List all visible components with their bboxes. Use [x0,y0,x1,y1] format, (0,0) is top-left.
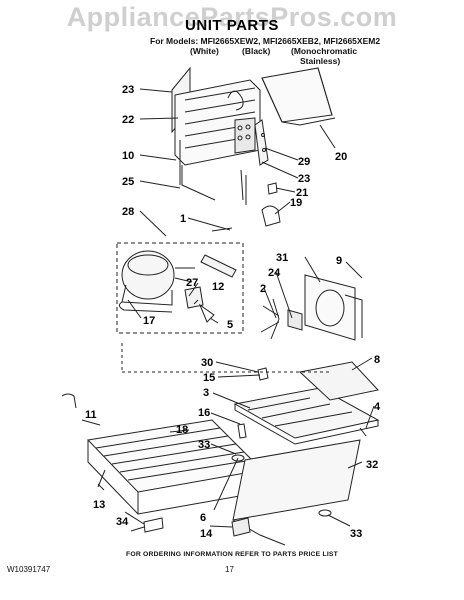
filter-drier [200,254,237,278]
callout-23: 23 [298,173,310,185]
callout-15: 15 [203,372,215,384]
condenser-coil [86,419,264,515]
document-number: W10391747 [7,565,51,574]
fan-motor [260,298,303,340]
variant-black: (Black) [242,46,271,56]
callout-10: 10 [122,150,134,162]
condenser-fan-shroud [304,274,363,341]
callout-34: 34 [116,516,129,528]
compressor [118,250,195,313]
part-14 [231,517,251,537]
compressor-base-tray [233,387,380,445]
fan-bracket-assembly [171,66,261,201]
callout-32: 32 [366,459,378,471]
clip-19 [261,205,281,227]
callout-13: 13 [93,499,105,511]
callout-24: 24 [268,267,281,279]
callout-4: 4 [374,401,381,413]
callout-22: 22 [122,114,134,126]
callout-9: 9 [336,255,342,267]
callout-33-b: 33 [350,528,362,540]
page-number: 17 [225,565,234,574]
callout-17: 17 [143,315,155,327]
screw-21 [267,182,278,195]
drain-pan [232,439,361,546]
part-15 [257,367,269,381]
callout-29: 29 [298,156,310,168]
callout-28: 28 [122,206,134,218]
callout-8: 8 [374,354,380,366]
callout-27: 27 [186,277,198,289]
grommet-33a [231,454,245,462]
grommet-33b [318,509,332,517]
electrical-box [298,361,379,401]
callout-25: 25 [122,176,134,188]
callout-16: 16 [198,407,210,419]
duct-cover [261,67,336,126]
callout-labels: 23 22 10 25 28 1 29 23 20 21 19 9 31 24 … [85,84,381,540]
ordering-note: FOR ORDERING INFORMATION REFER TO PARTS … [125,551,339,558]
callout-31: 31 [276,252,288,264]
callout-3: 3 [203,387,209,399]
callout-6: 6 [200,512,206,524]
callout-33-a: 33 [198,439,210,451]
callout-2: 2 [260,283,266,295]
callout-30: 30 [201,357,213,369]
compressor-dashed-box [116,242,244,334]
mount-bracket [254,119,269,166]
part-34 [143,517,164,533]
part-11 [61,393,77,409]
callout-12: 12 [212,281,224,293]
page-title: UNIT PARTS [185,17,279,34]
callout-23-top: 23 [122,84,134,96]
variant-stainless: Stainless) [300,56,341,66]
variant-white: (White) [190,46,219,56]
screw-4 [359,427,367,437]
callout-21: 21 [296,187,308,199]
callout-5: 5 [227,319,233,331]
variant-monochromatic: (Monochromatic [291,46,358,56]
callout-11: 11 [85,409,97,421]
screw-16 [237,423,247,439]
callout-19: 19 [290,197,302,209]
callout-14: 14 [200,528,213,540]
callout-18: 18 [176,424,188,436]
callout-20: 20 [335,151,347,163]
watermark: AppliancePartsPros.com [66,2,398,32]
models-line: For Models: MFI2665XEW2, MFI2665XEB2, MF… [150,36,381,46]
callout-1: 1 [180,213,186,225]
